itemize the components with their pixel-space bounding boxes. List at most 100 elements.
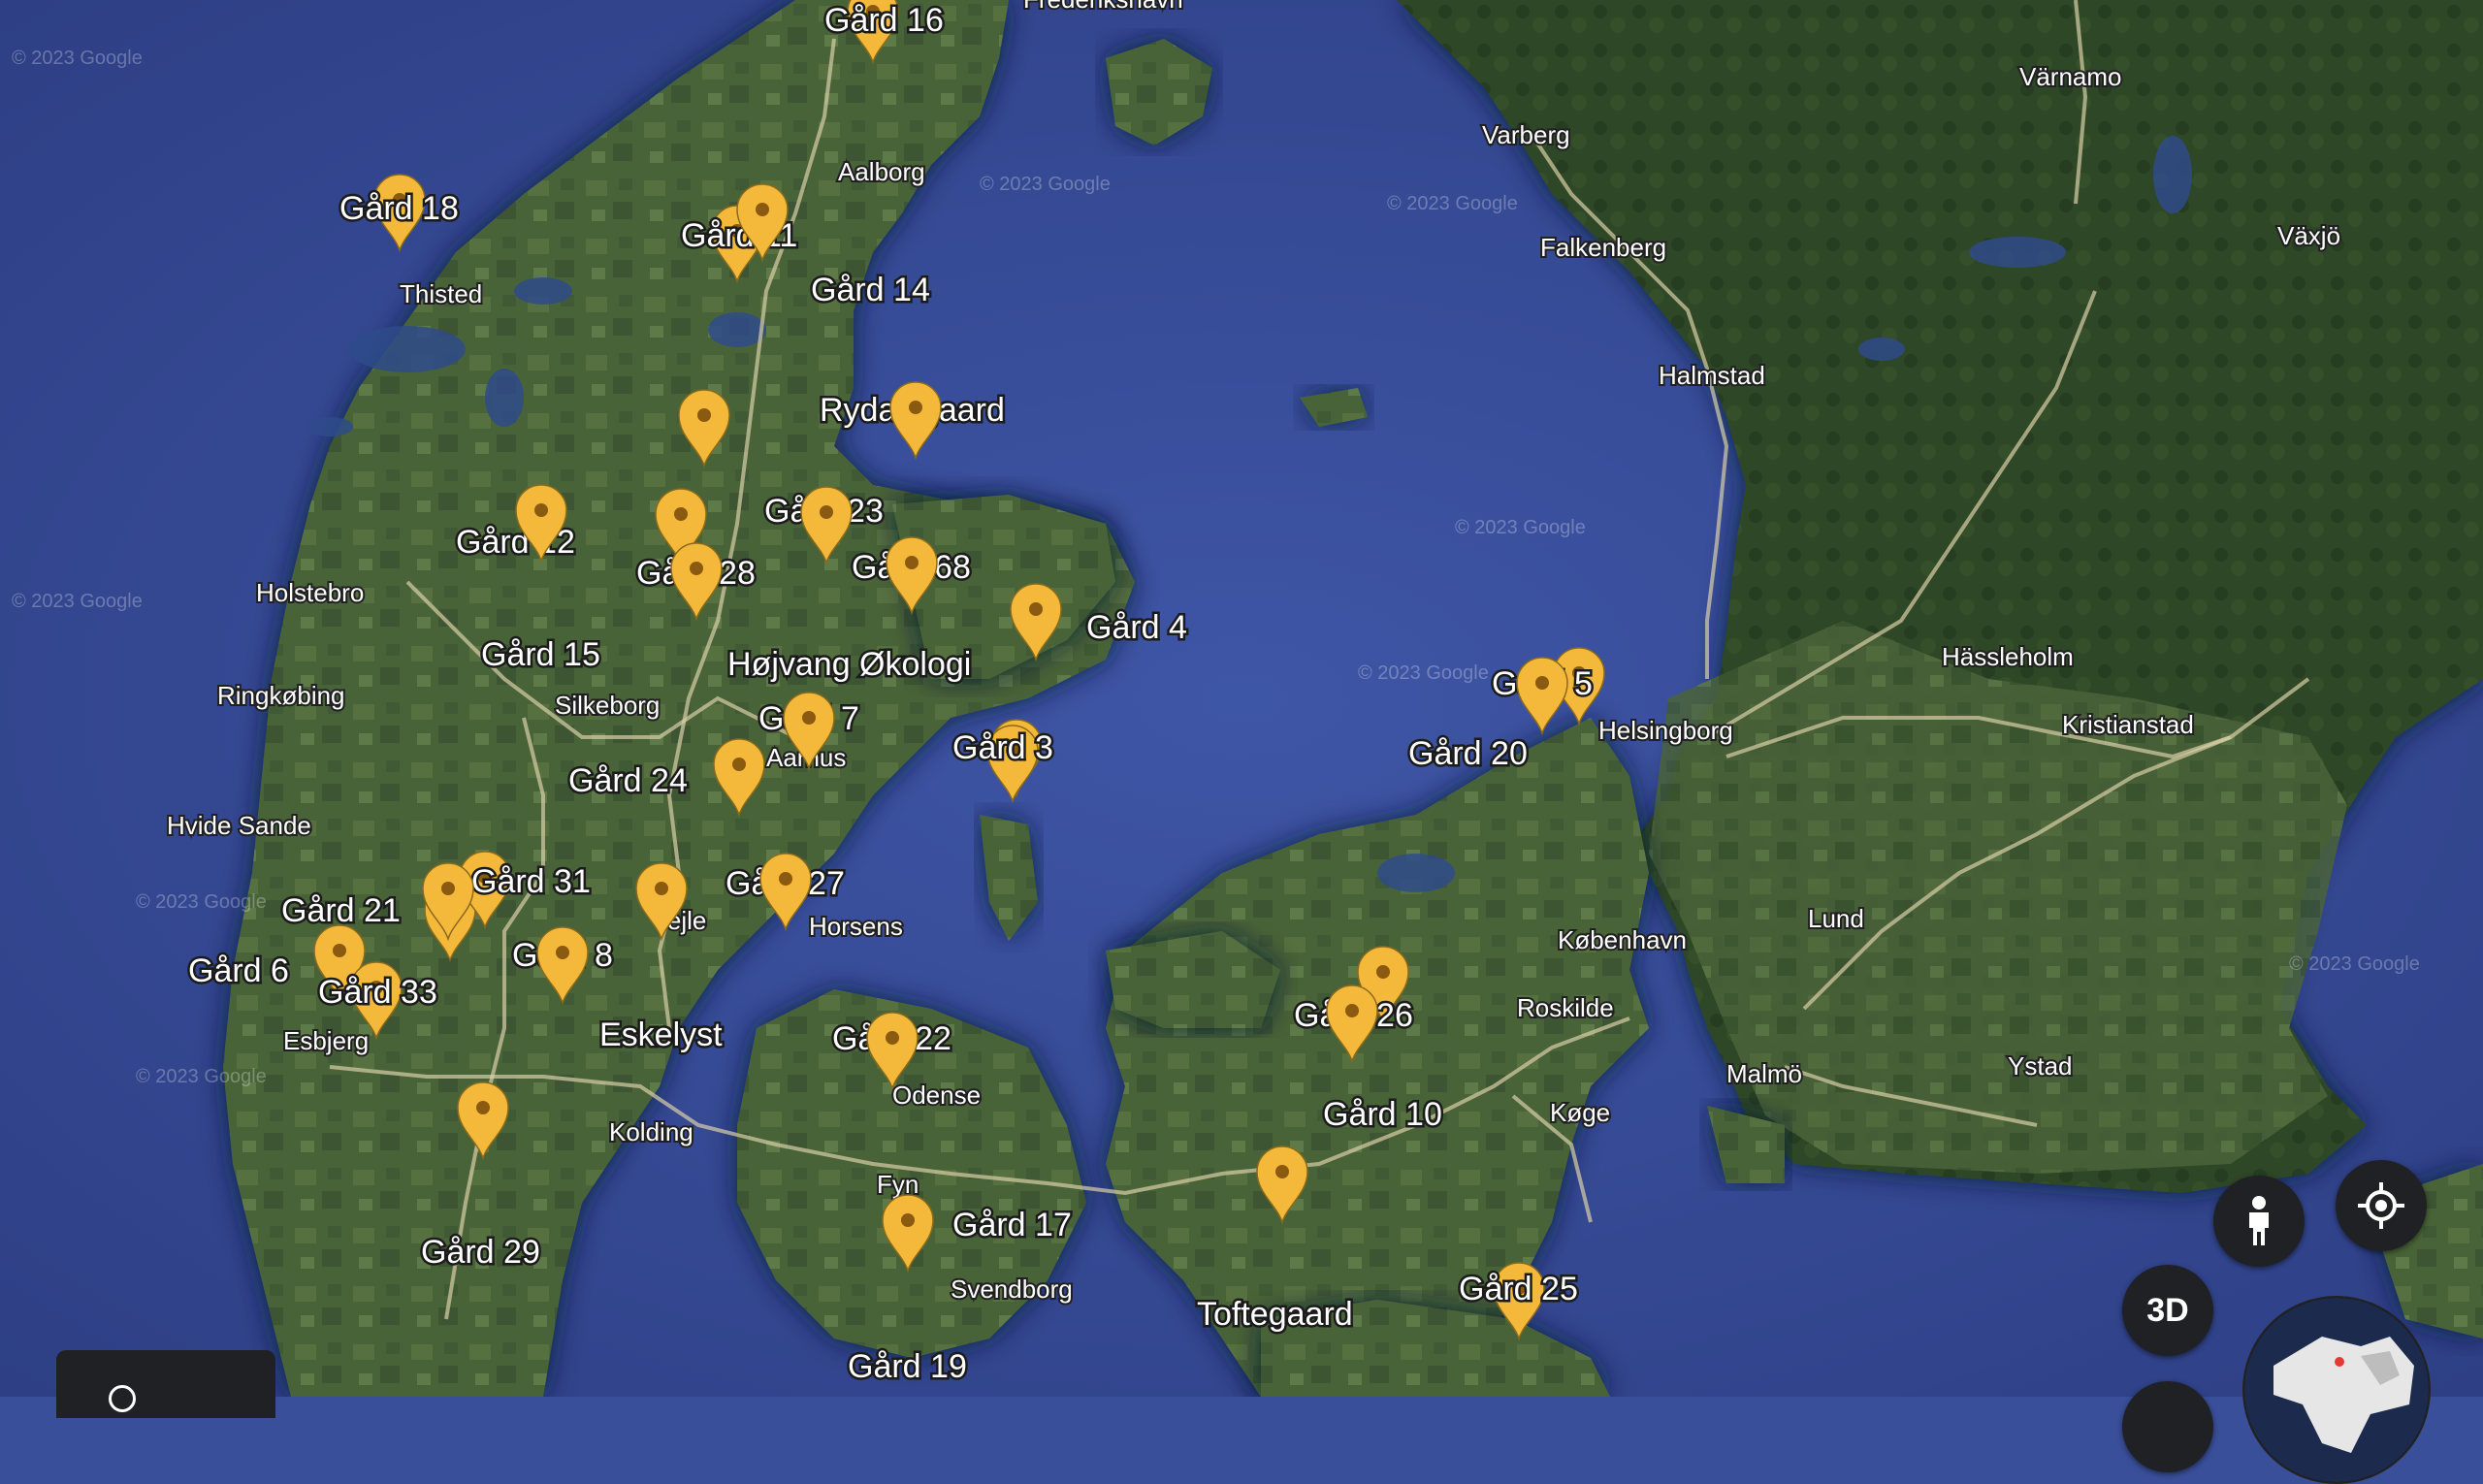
panel-icon — [109, 1385, 136, 1412]
globe-minimap[interactable] — [2242, 1296, 2431, 1484]
farm-marker-label[interactable]: Gård 17 — [951, 1205, 1075, 1246]
view-3d-button[interactable]: 3D — [2122, 1265, 2213, 1356]
farm-marker-pin[interactable] — [736, 183, 789, 263]
farm-marker-pin[interactable] — [373, 174, 426, 253]
farm-marker-pin[interactable] — [800, 486, 853, 565]
farm-marker-pin[interactable] — [678, 389, 730, 468]
city-label: Falkenberg — [1540, 233, 1666, 262]
city-label: Malmö — [1726, 1059, 1802, 1088]
svg-text:© 2023 Google: © 2023 Google — [980, 174, 1111, 195]
farm-marker-label[interactable]: Gård 21 — [279, 890, 403, 932]
lakes — [306, 136, 2192, 892]
my-location-button[interactable] — [2336, 1160, 2427, 1251]
city-label: Holstebro — [256, 578, 364, 607]
farm-marker-label[interactable]: Gård 16 — [822, 0, 947, 42]
zealand-landmass — [1106, 718, 1649, 1397]
farm-marker-label[interactable]: Gård 14 — [809, 270, 933, 311]
city-labels: Frederikshavn Aalborg Thisted Holstebro … — [165, 0, 2342, 1306]
farm-marker-label[interactable]: Eskelyst — [597, 1015, 726, 1056]
djursland-peninsula — [892, 495, 1115, 679]
city-label: Esbjerg — [283, 1026, 369, 1055]
farm-marker-label[interactable]: Gård 29 — [419, 1232, 543, 1274]
map-watermarks: © 2023 Google © 2023 Google © 2023 Googl… — [12, 48, 2420, 1087]
tilt-button[interactable] — [2122, 1381, 2213, 1472]
zealand-northwest — [1106, 931, 1280, 1028]
farm-marker-pin[interactable] — [1326, 984, 1378, 1064]
city-label: København — [1558, 925, 1687, 954]
map-canvas[interactable]: © 2023 Google © 2023 Google © 2023 Googl… — [0, 0, 2483, 1397]
farm-marker-pin[interactable] — [635, 862, 688, 942]
farm-marker-pin[interactable] — [457, 1081, 509, 1161]
farm-marker-pin[interactable] — [422, 862, 474, 942]
farm-marker-pin[interactable] — [847, 0, 899, 65]
farm-marker-pin[interactable] — [889, 381, 942, 461]
svg-text:© 2023 Google: © 2023 Google — [12, 591, 143, 612]
farm-marker-label[interactable]: Toftegaard — [1195, 1294, 1356, 1336]
city-label: Hässleholm — [1942, 642, 2074, 671]
farm-marker-pin[interactable] — [713, 738, 765, 818]
bottom-panel[interactable] — [56, 1350, 275, 1418]
farm-marker-pin[interactable] — [536, 926, 589, 1006]
city-label: Lund — [1808, 904, 1864, 933]
globe-icon — [2244, 1298, 2429, 1482]
city-label: Thisted — [400, 279, 482, 308]
city-label: Odense — [892, 1081, 981, 1110]
city-label: Frederikshavn — [1023, 0, 1183, 14]
svg-text:© 2023 Google: © 2023 Google — [136, 891, 267, 913]
city-label: Hvide Sande — [167, 811, 311, 840]
city-label: Halmstad — [1659, 361, 1765, 390]
samso-island — [980, 815, 1038, 941]
farm-marker-label[interactable]: Gård 24 — [566, 760, 691, 802]
farm-marker-label[interactable]: Gård 33 — [316, 972, 440, 1014]
farm-marker-label[interactable]: Gård 19 — [846, 1346, 970, 1388]
city-label: Helsingborg — [1598, 716, 1733, 745]
farm-marker-pin[interactable] — [515, 484, 567, 564]
farm-marker-pin[interactable] — [1516, 657, 1568, 736]
farm-marker-label[interactable]: Gård 18 — [338, 188, 462, 230]
city-label: Køge — [1550, 1098, 1610, 1127]
city-label: Horsens — [809, 912, 903, 941]
farm-marker-pin[interactable] — [886, 536, 938, 616]
skane-coast — [1707, 1106, 1785, 1183]
farm-marker-pin[interactable] — [655, 488, 707, 567]
city-label: Kristianstad — [2062, 710, 2194, 739]
farm-marker-label[interactable]: Gård 10 — [1321, 1094, 1445, 1136]
farm-marker-pin[interactable] — [670, 542, 723, 622]
city-label: Roskilde — [1517, 993, 1614, 1022]
farm-marker-label[interactable]: Gård 3 — [951, 727, 1056, 769]
farm-marker-pin[interactable] — [866, 1012, 919, 1091]
svg-text:© 2023 Google: © 2023 Google — [2289, 953, 2420, 975]
farm-marker-pin[interactable] — [1493, 1262, 1545, 1341]
farm-marker-pin[interactable] — [350, 961, 403, 1041]
city-label: Aalborg — [838, 157, 925, 186]
my-location-icon — [2358, 1182, 2404, 1229]
svg-text:© 2023 Google: © 2023 Google — [1455, 517, 1586, 538]
roads — [329, 0, 2310, 1320]
city-label: Varberg — [1482, 120, 1570, 149]
pegman-button[interactable] — [2213, 1176, 2305, 1267]
city-label: Ystad — [2008, 1051, 2073, 1081]
laeso-island — [1106, 39, 1212, 145]
svg-text:© 2023 Google: © 2023 Google — [136, 1066, 267, 1087]
city-label: Silkeborg — [555, 691, 660, 720]
farm-marker-label[interactable]: Gård 31 — [469, 861, 594, 903]
farm-marker-pin[interactable] — [882, 1194, 934, 1274]
svg-text:© 2023 Google: © 2023 Google — [1358, 662, 1489, 684]
city-label: Växjö — [2277, 221, 2340, 250]
svg-text:© 2023 Google: © 2023 Google — [1387, 193, 1518, 214]
farm-marker-pin[interactable] — [986, 725, 1039, 804]
city-label: Ringkøbing — [217, 681, 345, 710]
farm-marker-pin[interactable] — [783, 692, 835, 771]
farm-marker-pin[interactable] — [759, 853, 812, 932]
farm-marker-label[interactable]: Gård 15 — [479, 634, 603, 676]
city-label: Värnamo — [2019, 62, 2122, 91]
farm-marker-pin[interactable] — [1256, 1145, 1308, 1225]
farm-marker-label[interactable]: Gård 25 — [1457, 1269, 1581, 1310]
farm-marker-label[interactable]: Gård 4 — [1084, 607, 1190, 649]
anholt-island — [1300, 388, 1368, 427]
farm-marker-label[interactable]: Gård 20 — [1406, 733, 1531, 775]
farm-marker-pin[interactable] — [1010, 583, 1062, 662]
farm-marker-label[interactable]: Højvang Økologi — [726, 644, 974, 686]
farm-marker-label[interactable]: Gård 6 — [186, 951, 292, 992]
